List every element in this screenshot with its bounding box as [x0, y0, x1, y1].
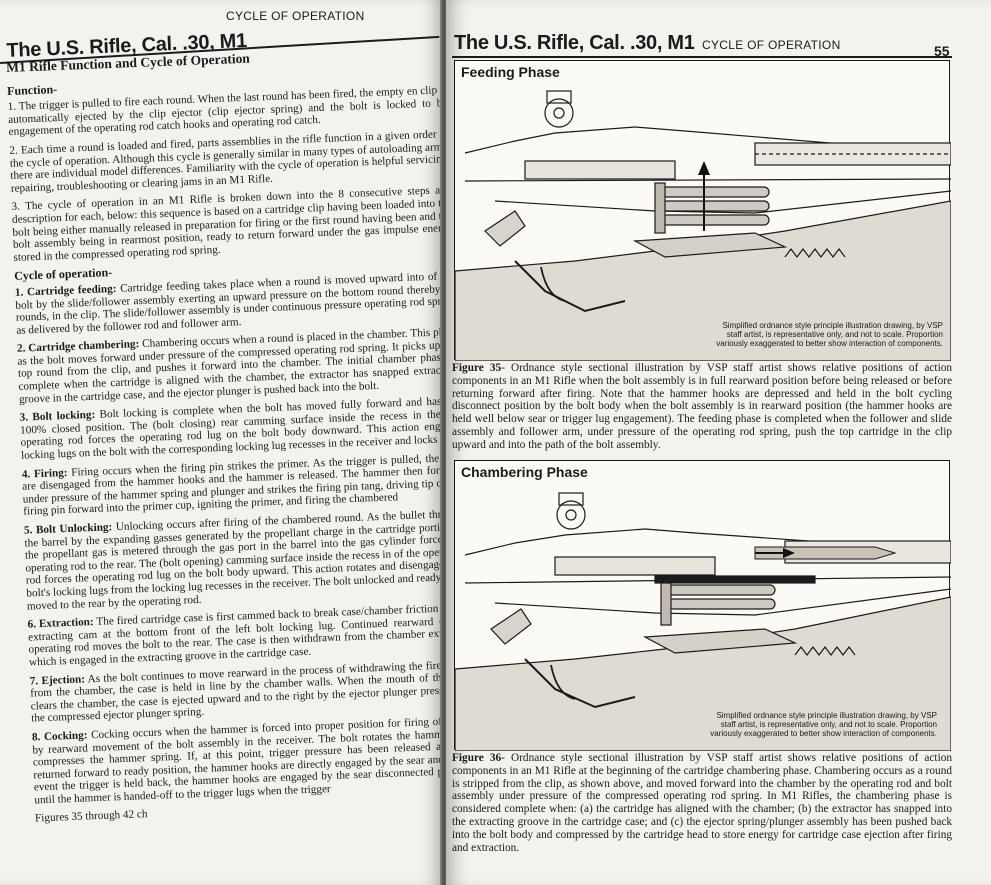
right-header-rule	[452, 56, 952, 58]
left-body-text: M1 Rifle Function and Cycle of Operation…	[6, 45, 442, 831]
figure-note-line: staff artist, is representative only, an…	[726, 330, 943, 339]
figure-caption-text: - Ordnance style sectional illustration …	[452, 752, 953, 854]
left-header-subtitle: CYCLE OF OPERATION	[226, 9, 365, 23]
figure-note-line: variously exaggerated to better show int…	[716, 339, 943, 348]
figure-caption-label: Figure 35	[452, 362, 502, 374]
figure-note-line: staff artist, is representative only, an…	[720, 720, 937, 729]
figure-title: Feeding Phase	[461, 64, 560, 80]
cycle-step: 5. Bolt Unlocking: Unlocking occurs afte…	[24, 508, 442, 613]
figure-caption-label: Figure 36	[452, 752, 502, 764]
figure-note-line: Simplified ordnance style principle illu…	[716, 711, 937, 720]
function-paragraph: 2. Each time a round is loaded and fired…	[9, 128, 442, 195]
figure-note-line: Simplified ordnance style principle illu…	[722, 321, 943, 330]
figure-caption: Figure 35- Ordnance style sectional illu…	[452, 362, 952, 452]
rifle-diagram-chambering	[455, 492, 951, 751]
figure-feeding-phase: Feeding Phase Simplified ordnance style …	[454, 60, 951, 361]
cycle-step-text: Firing occurs when the firing pin strike…	[22, 451, 442, 519]
cycle-step-text: As the bolt continues to move rearward i…	[30, 658, 442, 725]
figure-caption-text: - Ordnance style sectional illustration …	[452, 362, 953, 451]
cycle-step: 2. Cartridge chambering: Chambering occu…	[17, 326, 442, 406]
book-gutter	[440, 0, 448, 885]
cycle-step-label: 4. Firing:	[21, 466, 68, 481]
cycle-step: 8. Cocking: Cocking occurs when the hamm…	[32, 715, 442, 807]
page-number: 55	[934, 43, 950, 59]
figure-chambering-phase: Chambering Phase Simplified ordnance sty…	[454, 460, 951, 751]
cycle-step-text: Cocking occurs when the hammer is forced…	[32, 714, 442, 807]
right-header-title: The U.S. Rifle, Cal. .30, M1	[454, 32, 695, 54]
cycle-step-text: The fired cartridge case is first cammed…	[27, 601, 442, 669]
figure-note: Simplified ordnance style principle illu…	[677, 711, 937, 738]
figure-title: Chambering Phase	[461, 464, 588, 480]
rifle-diagram-feeding	[455, 90, 951, 361]
right-header-subtitle: CYCLE OF OPERATION	[702, 38, 841, 52]
left-page: The U.S. Rifle, Cal. .30, M1 CYCLE OF OP…	[0, 0, 442, 885]
function-paragraph: 3. The cycle of operation in an M1 Rifle…	[11, 184, 442, 264]
cycle-step: 6. Extraction: The fired cartridge case …	[27, 602, 442, 669]
cycle-step: 4. Firing: Firing occurs when the firing…	[22, 451, 442, 518]
figure-caption: Figure 36- Ordnance style sectional illu…	[452, 752, 952, 854]
cycle-step-text: Chambering occurs when a round is placed…	[17, 326, 442, 406]
figure-note: Simplified ordnance style principle illu…	[683, 321, 943, 348]
cycle-step-text: Bolt locking is complete when the bolt h…	[19, 395, 442, 462]
cycle-step: 3. Bolt locking: Bolt locking is complet…	[19, 395, 442, 462]
cycle-step: 7. Ejection: As the bolt continues to mo…	[30, 658, 442, 725]
figure-note-line: variously exaggerated to better show int…	[710, 729, 937, 738]
